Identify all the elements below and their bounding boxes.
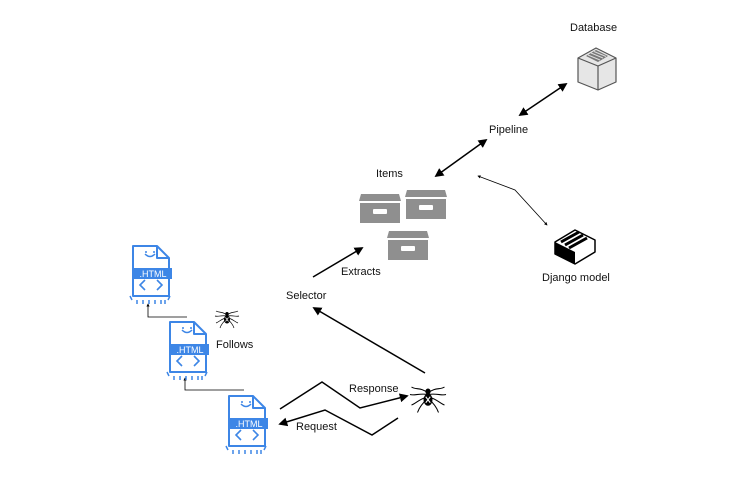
spider-to-selector-arrow xyxy=(312,307,426,374)
selector-to-items-arrow xyxy=(312,247,364,278)
database-label: Database xyxy=(570,22,618,34)
extracts-label: Extracts xyxy=(341,266,381,278)
follows-label: Follows xyxy=(216,339,254,351)
pipeline-label: Pipeline xyxy=(489,124,529,136)
html-file-icon: .HTML xyxy=(225,395,268,455)
archive-box-icon xyxy=(405,190,447,219)
database-icon xyxy=(577,47,617,91)
svg-text:.HTML: .HTML xyxy=(140,269,167,279)
request-label: Request xyxy=(296,421,337,433)
django-model-icon xyxy=(554,229,596,265)
django-model-label: Django model xyxy=(542,272,610,284)
items-django-arrow xyxy=(477,175,548,226)
request-arrow xyxy=(278,409,399,436)
svg-text:.HTML: .HTML xyxy=(236,419,263,429)
follows-connector-lower xyxy=(183,377,244,391)
spider-icon xyxy=(214,310,240,329)
html-file-icon: .HTML xyxy=(129,245,172,305)
archive-box-icon xyxy=(387,231,429,260)
items-label: Items xyxy=(376,168,403,180)
items-pipeline-arrow xyxy=(434,138,488,178)
selector-label: Selector xyxy=(286,290,327,302)
response-arrow xyxy=(279,381,409,410)
archive-box-icon xyxy=(359,194,401,223)
svg-text:.HTML: .HTML xyxy=(177,345,204,355)
pipeline-database-arrow xyxy=(518,82,568,117)
html-file-icon: .HTML xyxy=(166,321,209,381)
spider-icon xyxy=(409,386,447,414)
response-label: Response xyxy=(349,383,399,395)
follows-connector-upper xyxy=(146,303,187,318)
